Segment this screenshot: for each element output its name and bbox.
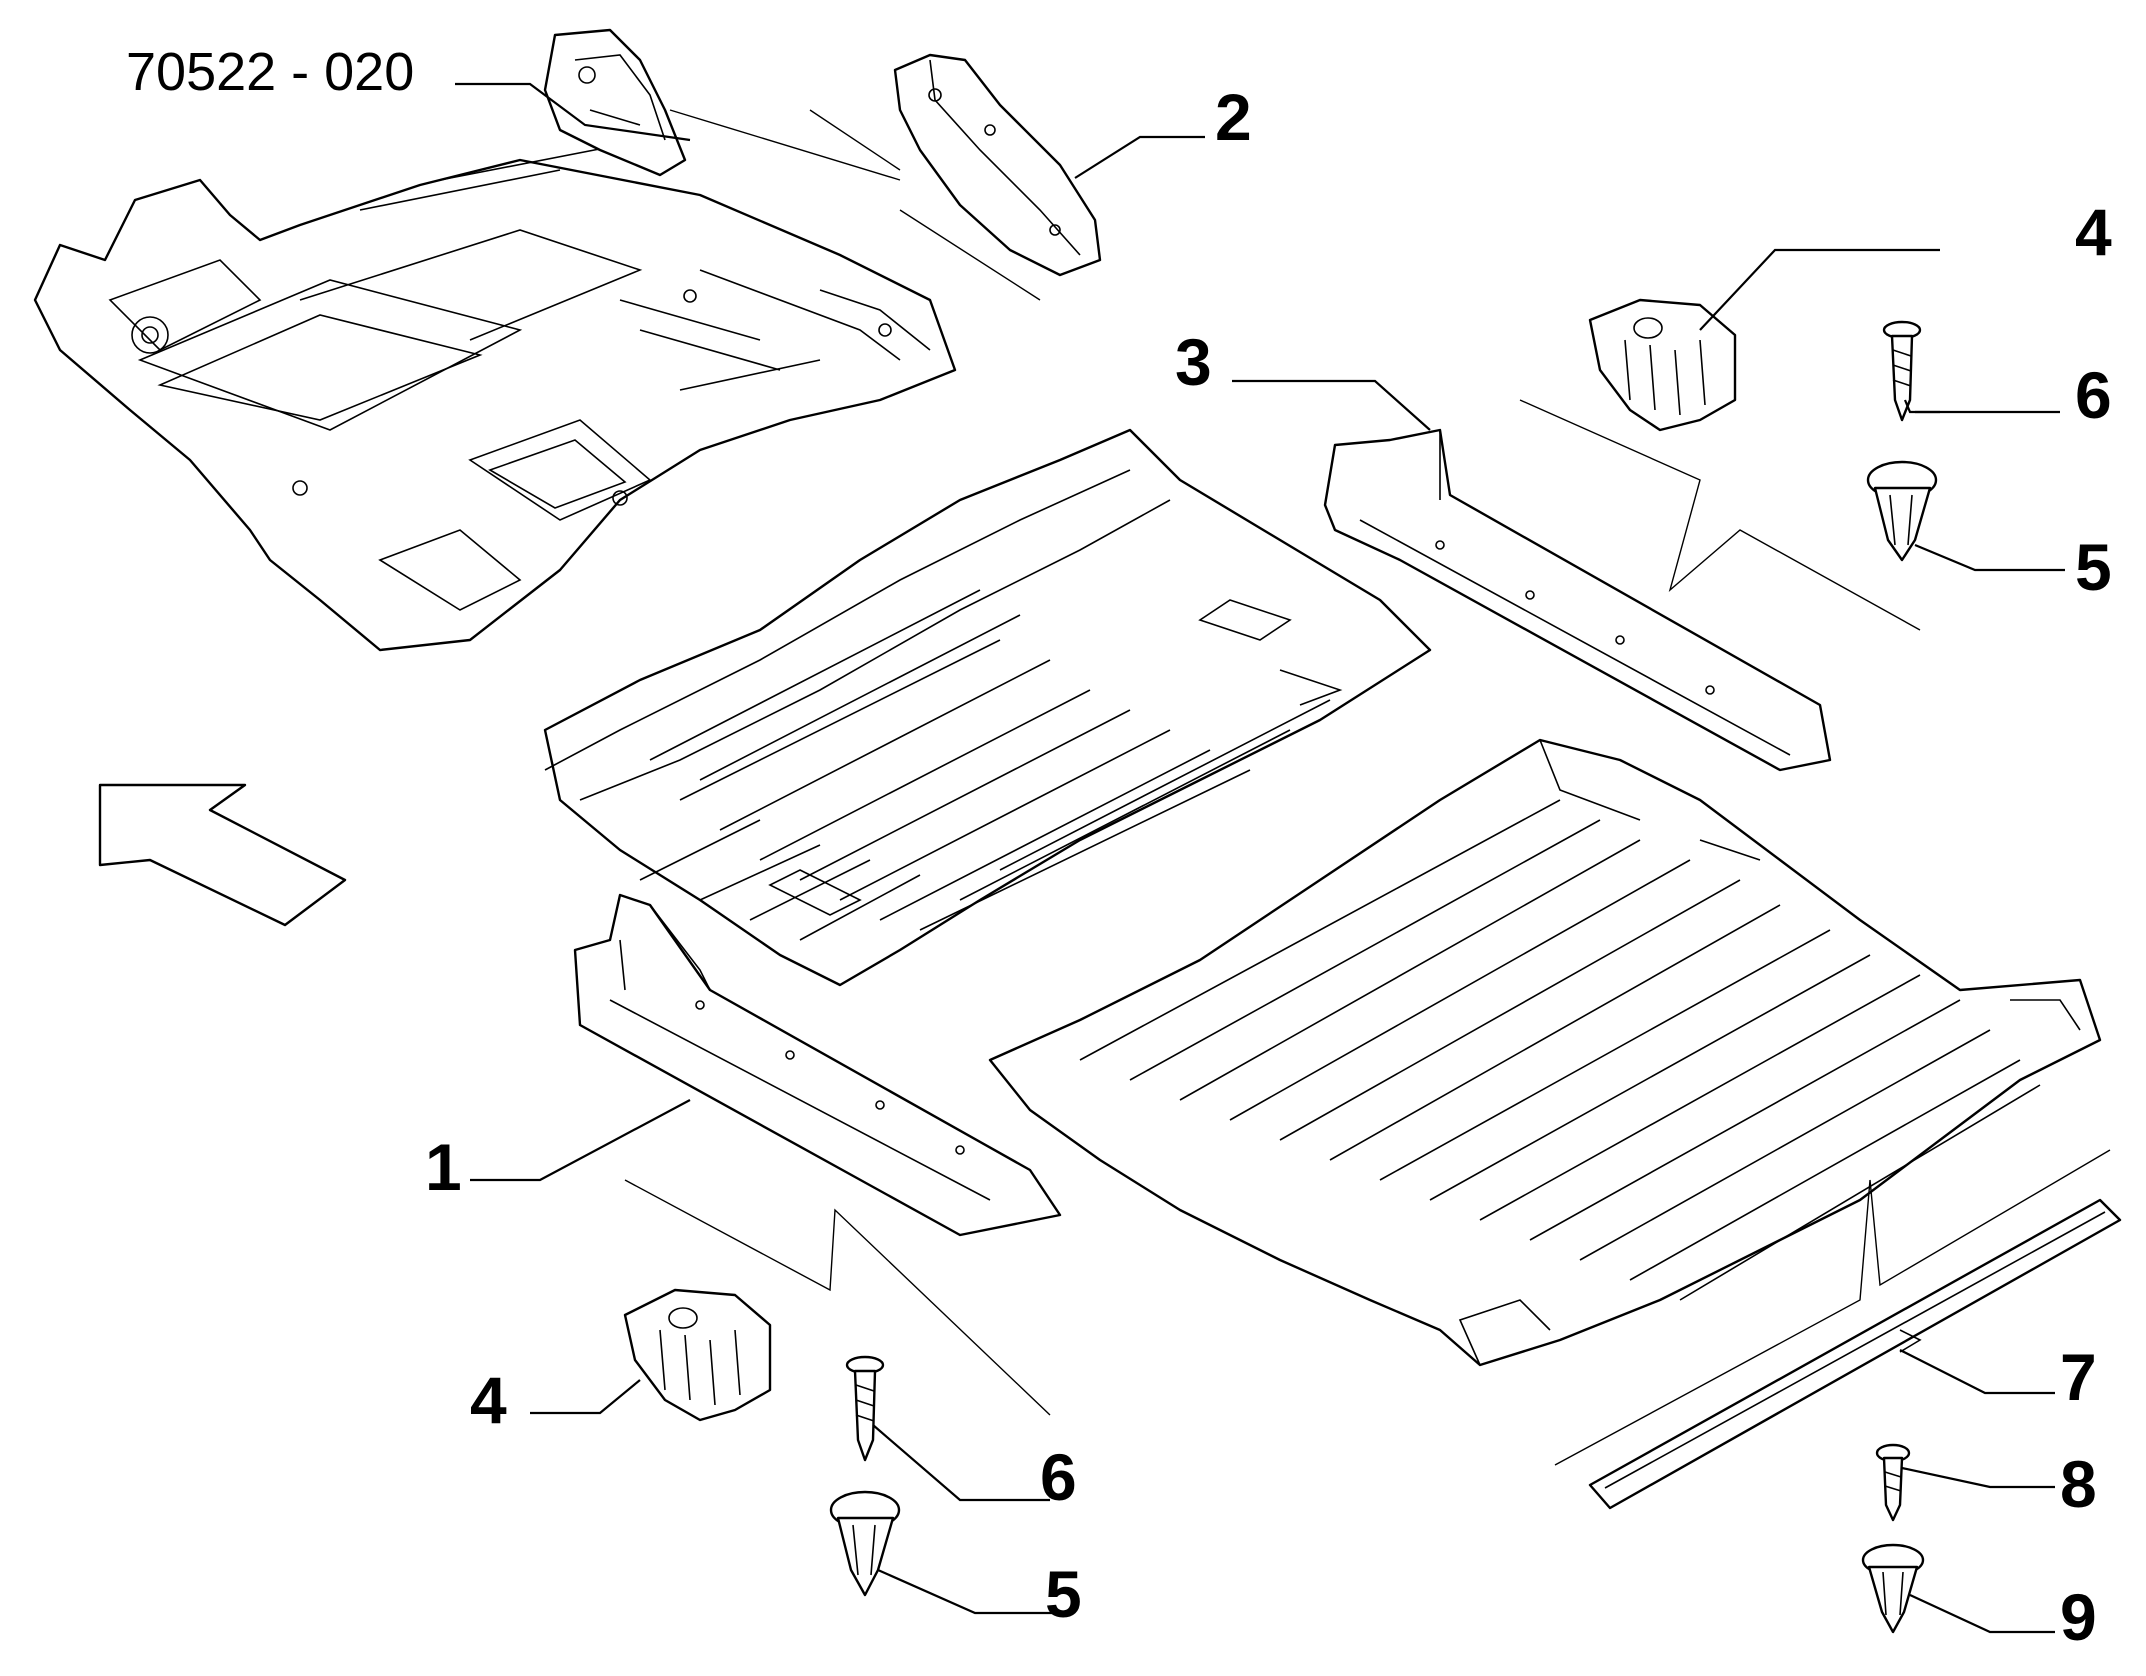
part-6-screw-top xyxy=(1882,320,1922,422)
front-floor-panel xyxy=(33,144,957,652)
part-6-screw-bottom xyxy=(845,1355,885,1462)
callout-5-top: 5 xyxy=(2075,530,2112,604)
part-5-pin-top xyxy=(1866,460,1938,562)
callout-4-bottom: 4 xyxy=(470,1363,507,1437)
rear-floor-panel xyxy=(988,738,2102,1367)
part-8-screw xyxy=(1875,1443,1911,1522)
part-7-strip xyxy=(1588,1198,2122,1510)
callout-6-bottom: 6 xyxy=(1040,1440,1077,1514)
callout-7: 7 xyxy=(2060,1340,2097,1414)
part-3-right-sill xyxy=(1323,428,1832,772)
part-2-bracket xyxy=(893,53,1102,277)
middle-floor-panel xyxy=(543,428,1432,987)
callout-5-bottom: 5 xyxy=(1045,1557,1082,1631)
bracket-70522-020 xyxy=(543,28,687,177)
callout-6-top: 6 xyxy=(2075,358,2112,432)
leader-lines xyxy=(455,82,2065,1634)
front-direction-arrow-icon xyxy=(98,783,347,927)
part-9-pin xyxy=(1861,1543,1925,1634)
part-4-clip-top xyxy=(1588,298,1737,432)
callout-8: 8 xyxy=(2060,1447,2097,1521)
callout-2: 2 xyxy=(1215,80,1252,154)
callout-9: 9 xyxy=(2060,1580,2097,1654)
part-5-pin-bottom xyxy=(829,1490,901,1597)
callout-3: 3 xyxy=(1175,325,1212,399)
callout-1: 1 xyxy=(425,1130,462,1204)
part-1-left-sill xyxy=(573,893,1062,1237)
part-4-clip-bottom xyxy=(623,1288,772,1422)
ref-label-70522-020: 70522 - 020 xyxy=(126,42,414,102)
callout-4-top: 4 xyxy=(2075,195,2112,269)
guide-lines xyxy=(624,109,2111,1466)
